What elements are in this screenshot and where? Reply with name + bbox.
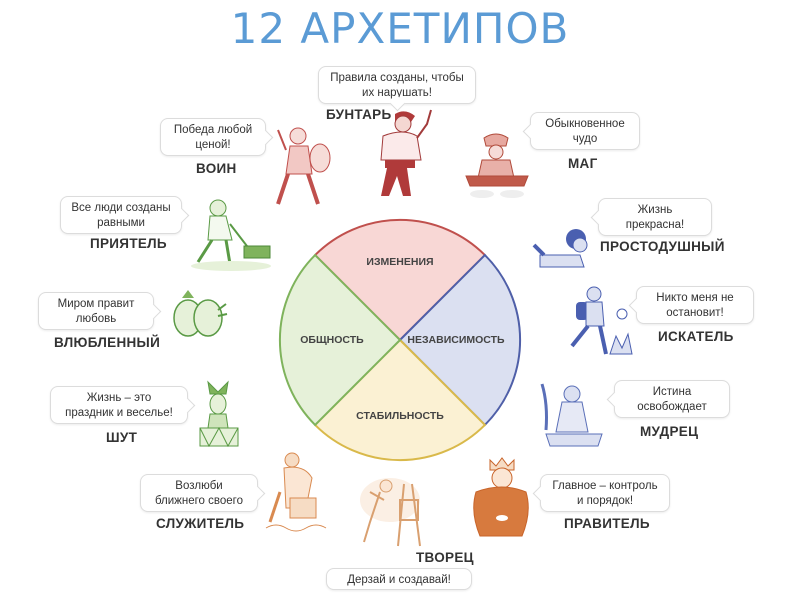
quote-line: ближнего своего bbox=[154, 495, 244, 507]
friend-quote-bubble: Все люди созданы равными bbox=[60, 196, 182, 234]
quote-line: Жизнь – это bbox=[86, 392, 152, 404]
explorer-quote-bubble: Никто меня не остановит! bbox=[636, 286, 754, 324]
quote-line: Главное – контроль bbox=[552, 480, 658, 492]
quote-line: Правила созданы, чтобы bbox=[330, 72, 464, 84]
sage-label: МУДРЕЦ bbox=[640, 424, 699, 439]
quote-line: Миром правит bbox=[57, 298, 135, 310]
rebel-quote-bubble: Правила созданы, чтобы их нарушать! bbox=[318, 66, 476, 104]
segment-independence bbox=[398, 253, 522, 427]
caregiver-quote-bubble: Возлюби ближнего своего bbox=[140, 474, 258, 512]
innocent-quote-bubble: Жизнь прекрасна! bbox=[598, 198, 712, 236]
warrior-icon bbox=[276, 127, 331, 205]
segment-stability bbox=[313, 338, 487, 462]
quote-line: ценой! bbox=[195, 139, 231, 151]
quote-line: Жизнь bbox=[637, 204, 673, 216]
quote-line: Дерзай и создавай! bbox=[347, 574, 451, 586]
sage-icon bbox=[540, 383, 603, 447]
warrior-quote-bubble: Победа любой ценой! bbox=[160, 118, 266, 156]
ruler-label: ПРАВИТЕЛЬ bbox=[564, 516, 650, 531]
rebel-pirate-icon bbox=[380, 109, 432, 196]
quote-line: прекрасна! bbox=[625, 219, 685, 231]
quote-line: остановит! bbox=[666, 307, 724, 319]
quote-line: освобождает bbox=[637, 401, 707, 413]
caregiver-icon bbox=[265, 452, 327, 532]
quote-line: Победа любой bbox=[173, 124, 253, 136]
jester-icon bbox=[199, 380, 239, 448]
warrior-label: ВОИН bbox=[196, 161, 237, 176]
quote-line: Обыкновенное bbox=[545, 118, 625, 130]
segment-label-independence: НЕЗАВИСИМОСТЬ bbox=[407, 334, 505, 346]
quote-line: Возлюби bbox=[175, 480, 223, 492]
quote-line: Никто меня не bbox=[656, 292, 734, 304]
magician-label: МАГ bbox=[568, 156, 598, 171]
segment-community bbox=[278, 253, 402, 427]
lover-label: ВЛЮБЛЕННЫЙ bbox=[54, 335, 161, 350]
segment-label-community: ОБЩНОСТЬ bbox=[300, 334, 364, 346]
quote-line: Истина bbox=[652, 386, 692, 398]
jester-quote-bubble: Жизнь – это праздник и веселье! bbox=[50, 386, 188, 424]
rebel-label: БУНТАРЬ bbox=[326, 107, 392, 122]
innocent-label: ПРОСТОДУШНЫЙ bbox=[600, 239, 725, 254]
segment-change bbox=[313, 218, 487, 342]
segment-label-change: ИЗМЕНЕНИЯ bbox=[366, 256, 433, 268]
jester-label: ШУТ bbox=[106, 430, 138, 445]
sage-quote-bubble: Истина освобождает bbox=[614, 380, 730, 418]
caregiver-label: СЛУЖИТЕЛЬ bbox=[156, 516, 245, 531]
innocent-girl-icon bbox=[532, 229, 588, 268]
quote-line: и порядок! bbox=[576, 495, 634, 507]
quote-line: Все люди созданы bbox=[71, 202, 171, 214]
friend-lawnmower-icon bbox=[191, 199, 271, 271]
page-title: 12 АРХЕТИПОВ bbox=[230, 4, 570, 53]
explorer-label: ИСКАТЕЛЬ bbox=[658, 329, 734, 344]
explorer-hiker-icon bbox=[570, 286, 633, 355]
creator-quote-bubble: Дерзай и создавай! bbox=[326, 568, 472, 590]
ruler-king-icon bbox=[473, 457, 529, 537]
archetype-wheel: ИЗМЕНЕНИЯ НЕЗАВИСИМОСТЬ СТАБИЛЬНОСТЬ ОБЩ… bbox=[270, 210, 530, 470]
ruler-quote-bubble: Главное – контроль и порядок! bbox=[540, 474, 670, 512]
magician-quote-bubble: Обыкновенное чудо bbox=[530, 112, 640, 150]
creator-label: ТВОРЕЦ bbox=[416, 550, 474, 565]
quote-line: равными bbox=[97, 217, 145, 229]
quote-line: их нарушать! bbox=[362, 87, 432, 99]
lover-birds-icon bbox=[173, 290, 228, 337]
creator-painter-icon bbox=[360, 478, 421, 547]
lover-quote-bubble: Миром правит любовь bbox=[38, 292, 154, 330]
friend-label: ПРИЯТЕЛЬ bbox=[90, 236, 167, 251]
magician-carpet-icon bbox=[465, 133, 529, 198]
quote-line: праздник и веселье! bbox=[65, 407, 173, 419]
segment-label-stability: СТАБИЛЬНОСТЬ bbox=[356, 410, 444, 422]
quote-line: чудо bbox=[572, 133, 598, 145]
quote-line: любовь bbox=[75, 313, 117, 325]
